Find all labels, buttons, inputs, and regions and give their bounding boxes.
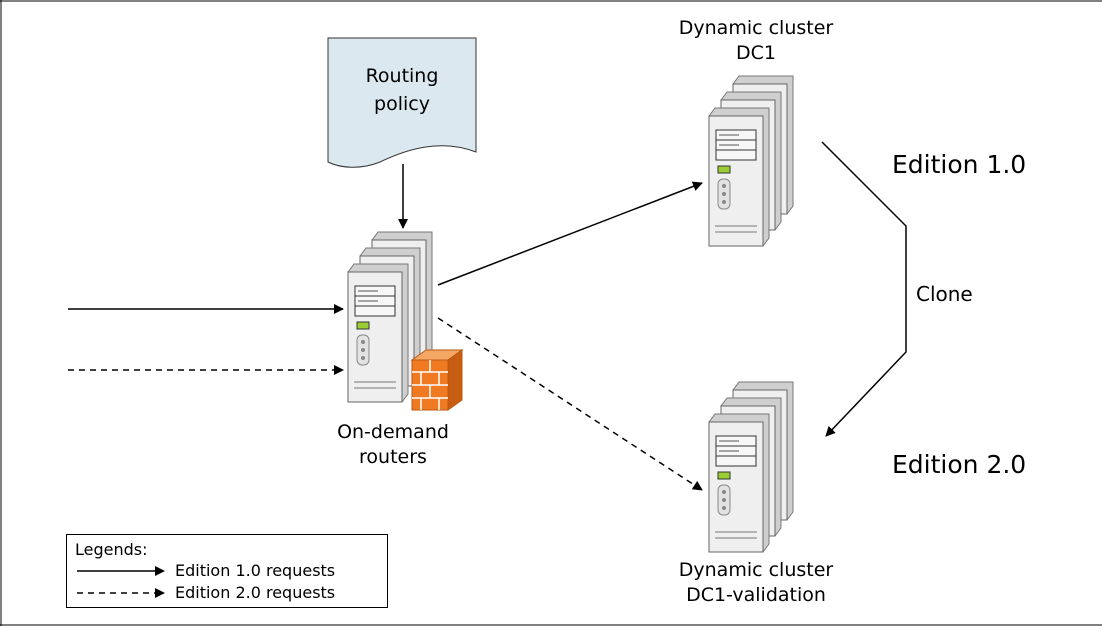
dc1-validation-label-line1: Dynamic cluster xyxy=(678,559,834,581)
dc1-validation-server-stack xyxy=(708,381,794,553)
routers-label-line1: On-demand xyxy=(337,421,449,443)
legend-solid-row: Edition 1.0 requests xyxy=(75,561,385,581)
dc1-label: Dynamic cluster DC1 xyxy=(646,16,866,66)
routing-policy-label: Routing policy xyxy=(328,62,476,118)
routing-policy-line2: policy xyxy=(374,93,430,115)
legend-solid-label: Edition 1.0 requests xyxy=(175,561,336,580)
clone-label: Clone xyxy=(916,282,973,306)
routers-label: On-demand routers xyxy=(313,420,473,470)
dc1-validation-label: Dynamic cluster DC1-validation xyxy=(646,558,866,608)
edition-2-label: Edition 2.0 xyxy=(892,450,1027,479)
legend-box: Legends: Edition 1.0 requests Edition 2.… xyxy=(66,534,388,608)
route-to-dc1-arrow xyxy=(437,181,703,286)
legend-dashed-row: Edition 2.0 requests xyxy=(75,583,385,603)
dc1-server-stack xyxy=(708,75,794,247)
routers-label-line2: routers xyxy=(359,446,427,468)
routing-policy-document xyxy=(327,37,477,168)
legend-solid-arrow xyxy=(77,566,165,576)
legend-dashed-label: Edition 2.0 requests xyxy=(175,583,336,602)
legend-title: Legends: xyxy=(75,540,148,559)
dc1-label-line2: DC1 xyxy=(736,42,776,64)
edition-1-label: Edition 1.0 xyxy=(892,150,1027,179)
route-to-validation-arrow xyxy=(437,317,703,491)
legend-dashed-arrow xyxy=(77,588,165,598)
clone-arrow xyxy=(821,141,907,437)
dc1-validation-label-line2: DC1-validation xyxy=(686,584,826,606)
dc1-label-line1: Dynamic cluster xyxy=(678,17,834,39)
firewall-icon xyxy=(410,349,464,411)
routing-policy-line1: Routing xyxy=(365,65,439,87)
